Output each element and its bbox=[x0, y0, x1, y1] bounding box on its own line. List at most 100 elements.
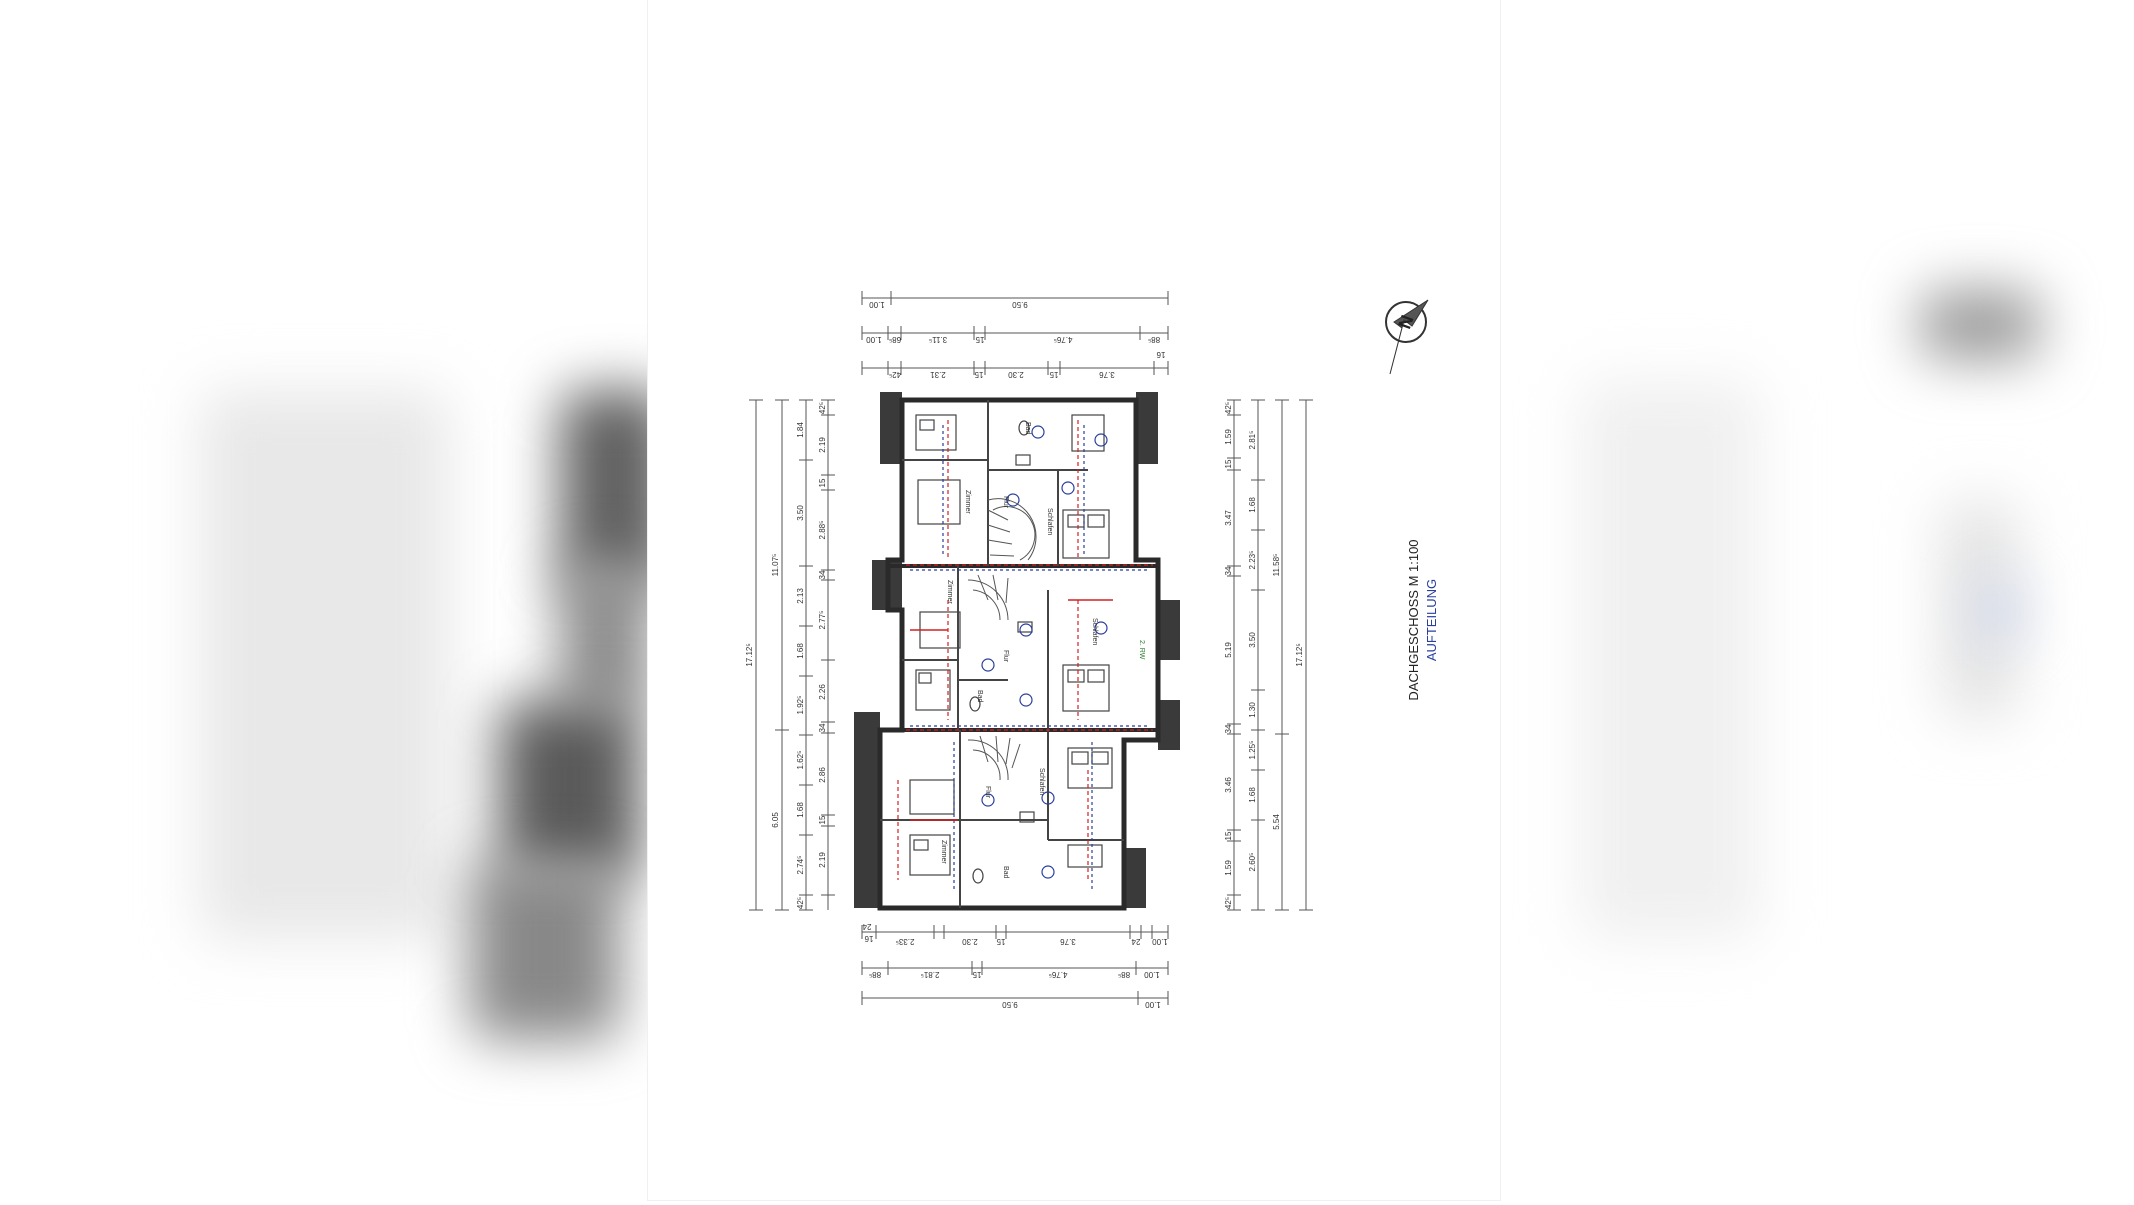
dim-bot-2c: 15 bbox=[972, 970, 981, 979]
dim-top-2a: 88⁵ bbox=[1148, 335, 1160, 344]
dim-right-in2-3: 2.23⁵ bbox=[1248, 551, 1257, 570]
dim-left-in-4: 1.68 bbox=[796, 643, 805, 659]
room-markers bbox=[981, 425, 1108, 879]
dim-left-in2-1: 42⁵ bbox=[818, 402, 827, 414]
room-label-zimmer-2: Zimmer bbox=[946, 580, 953, 604]
dim-right-mid-a: 11.58⁵ bbox=[1272, 554, 1281, 577]
room-label-zimmer-3: Zimmer bbox=[940, 840, 947, 864]
dim-right-in-8: 3.46 bbox=[1224, 777, 1233, 793]
room-label-flur-2: Flur bbox=[1002, 650, 1009, 663]
top-dimensions: 9.50 1.00 88⁵ 4.76⁵ 15 3.11⁵ 68⁵ 1.00 16… bbox=[861, 291, 1169, 379]
dim-bot-1h: 1.00 bbox=[1152, 937, 1168, 946]
dim-top-3g: 42⁵ bbox=[889, 370, 901, 379]
dim-top-2b: 4.76⁵ bbox=[1054, 335, 1073, 344]
dim-bot-2a: 88⁵ bbox=[869, 970, 881, 979]
dim-left-in2-3: 15 bbox=[818, 478, 827, 487]
dim-left-in2-9: 2.86 bbox=[818, 767, 827, 783]
dim-left-in-2: 3.50 bbox=[796, 505, 805, 521]
dim-bot-1c: 15 bbox=[996, 937, 1005, 946]
dim-top-2d: 3.11⁵ bbox=[929, 335, 947, 344]
dim-top-3d: 2.30 bbox=[1008, 370, 1024, 379]
dim-left-in-8: 2.74⁵ bbox=[796, 856, 805, 875]
dim-right-outer: 17.12⁵ bbox=[1295, 643, 1304, 666]
dim-left-in-9: 42⁵ bbox=[796, 897, 805, 909]
dim-bot-2f: 1.00 bbox=[1144, 970, 1160, 979]
room-label-schlafen-3: Schlafen bbox=[1038, 768, 1045, 795]
dim-left-in2-4: 2.88⁵ bbox=[818, 521, 827, 540]
room-label-flur-1: Flur bbox=[1002, 496, 1009, 509]
dim-right-in-11: 42⁵ bbox=[1224, 897, 1233, 909]
dim-top-3e: 15 bbox=[974, 370, 983, 379]
dim-top-3b: 3.76 bbox=[1099, 370, 1115, 379]
staircases bbox=[967, 498, 1037, 781]
dim-top-1b: 1.00 bbox=[869, 300, 885, 309]
dim-right-in-5: 34 bbox=[1224, 566, 1233, 575]
dim-right-in-3: 15 bbox=[1224, 459, 1233, 468]
dim-top-3f: 2.31 bbox=[930, 370, 946, 379]
floor-plan-sheet: 9.50 1.00 88⁵ 4.76⁵ 15 3.11⁵ 68⁵ 1.00 16… bbox=[648, 0, 1500, 1200]
dim-top-3a: 16 bbox=[1156, 350, 1165, 359]
dim-bot-1b: 3.76 bbox=[1060, 937, 1076, 946]
blurred-right-background bbox=[1500, 0, 2134, 1200]
dim-top-1a: 9.50 bbox=[1012, 300, 1028, 309]
blurred-left-background bbox=[0, 0, 648, 1200]
dim-top-2f: 1.00 bbox=[866, 335, 882, 344]
dim-bot-2d: 2.81⁵ bbox=[921, 970, 940, 979]
dim-left-mid-a: 11.07⁵ bbox=[771, 554, 780, 577]
dim-bot-2e: 88⁵ bbox=[1118, 970, 1130, 979]
dim-right-in2-5: 1.30 bbox=[1248, 702, 1257, 718]
dim-left-in2-8: 34 bbox=[818, 723, 827, 732]
dim-left-outer: 17.12⁵ bbox=[745, 643, 754, 666]
dim-bot-3a: 9.50 bbox=[1002, 1000, 1018, 1009]
dim-left-in2-6: 2.77⁵ bbox=[818, 611, 827, 630]
dim-right-in-7: 34 bbox=[1224, 724, 1233, 733]
north-arrow-icon: N bbox=[1385, 299, 1429, 375]
dim-bot-1a: 16 bbox=[864, 934, 873, 943]
plan-title: DACHGESCHOSS M 1:100 bbox=[1406, 539, 1421, 700]
dim-left-in-1: 1.84 bbox=[796, 422, 805, 438]
dim-right-in-2: 1.59 bbox=[1224, 429, 1233, 445]
room-labels: Bad Zimmer Flur Schlafen Zimmer Bad Flur… bbox=[940, 422, 1145, 879]
room-label-schlafen-1: Schlafen bbox=[1046, 508, 1053, 535]
dim-left-in2-2: 2.19 bbox=[818, 437, 827, 453]
dim-bot-3b: 1.00 bbox=[1145, 1000, 1161, 1009]
right-dimensions: 42⁵ 1.59 15 3.47 34 5.19 34 3.46 15 1.59… bbox=[1224, 399, 1313, 911]
dim-bot-1g: 24 bbox=[1131, 937, 1140, 946]
room-label-flur-3: Flur bbox=[984, 786, 991, 799]
room-label-2rw: 2. RW bbox=[1138, 640, 1145, 660]
room-label-schlafen-2: Schlafen bbox=[1091, 618, 1098, 645]
dim-bot-1d: 2.30 bbox=[962, 937, 978, 946]
dim-right-in2-6: 1.25⁵ bbox=[1248, 741, 1257, 760]
building-walls bbox=[854, 392, 1180, 911]
dim-bot-2b: 4.76⁵ bbox=[1049, 970, 1068, 979]
installation-lines bbox=[897, 420, 1153, 890]
room-label-bad-3: Bad bbox=[1002, 866, 1009, 879]
north-letter: N bbox=[1394, 312, 1417, 331]
dim-right-in2-4: 3.50 bbox=[1248, 632, 1257, 648]
dim-left-in2-7: 2.26 bbox=[818, 684, 827, 700]
dim-right-mid-b: 5.54 bbox=[1272, 814, 1281, 830]
dim-top-3c: 15 bbox=[1049, 370, 1058, 379]
dim-right-in-4: 3.47 bbox=[1224, 510, 1233, 526]
room-label-bad-2: Bad bbox=[976, 690, 983, 703]
dim-right-in-10: 1.59 bbox=[1224, 860, 1233, 876]
bottom-dimensions: 16 3.76 15 2.30 2.33⁵ 24 24 1.00 88⁵ 4.7… bbox=[861, 922, 1169, 1009]
title-block: DACHGESCHOSS M 1:100 AUFTEILUNG bbox=[1406, 539, 1439, 700]
furniture bbox=[909, 414, 1113, 884]
dim-top-2c: 15 bbox=[975, 335, 984, 344]
dim-left-in-7: 1.68 bbox=[796, 802, 805, 818]
dim-left-in-5: 1.92⁵ bbox=[796, 696, 805, 715]
dim-left-in2-10: 15 bbox=[818, 815, 827, 824]
left-dimensions: 17.12⁵ 11.07⁵ 6.05 1.84 3.50 2.13 1.68 1… bbox=[745, 399, 835, 911]
dim-right-in-6: 5.19 bbox=[1224, 642, 1233, 658]
floor-plan-drawing: 9.50 1.00 88⁵ 4.76⁵ 15 3.11⁵ 68⁵ 1.00 16… bbox=[745, 291, 1439, 1009]
room-label-bad-1: Bad bbox=[1024, 422, 1031, 435]
dim-bot-1e: 2.33⁵ bbox=[896, 937, 915, 946]
dim-bot-1f: 24 bbox=[862, 922, 871, 931]
dim-left-in2-5: 34 bbox=[818, 570, 827, 579]
room-label-zimmer-1: Zimmer bbox=[964, 490, 971, 514]
dim-right-in2-8: 2.60⁵ bbox=[1248, 853, 1257, 872]
dim-right-in-1: 42⁵ bbox=[1224, 402, 1233, 414]
dim-right-in2-7: 1.68 bbox=[1248, 787, 1257, 803]
dim-left-in-3: 2.13 bbox=[796, 588, 805, 604]
